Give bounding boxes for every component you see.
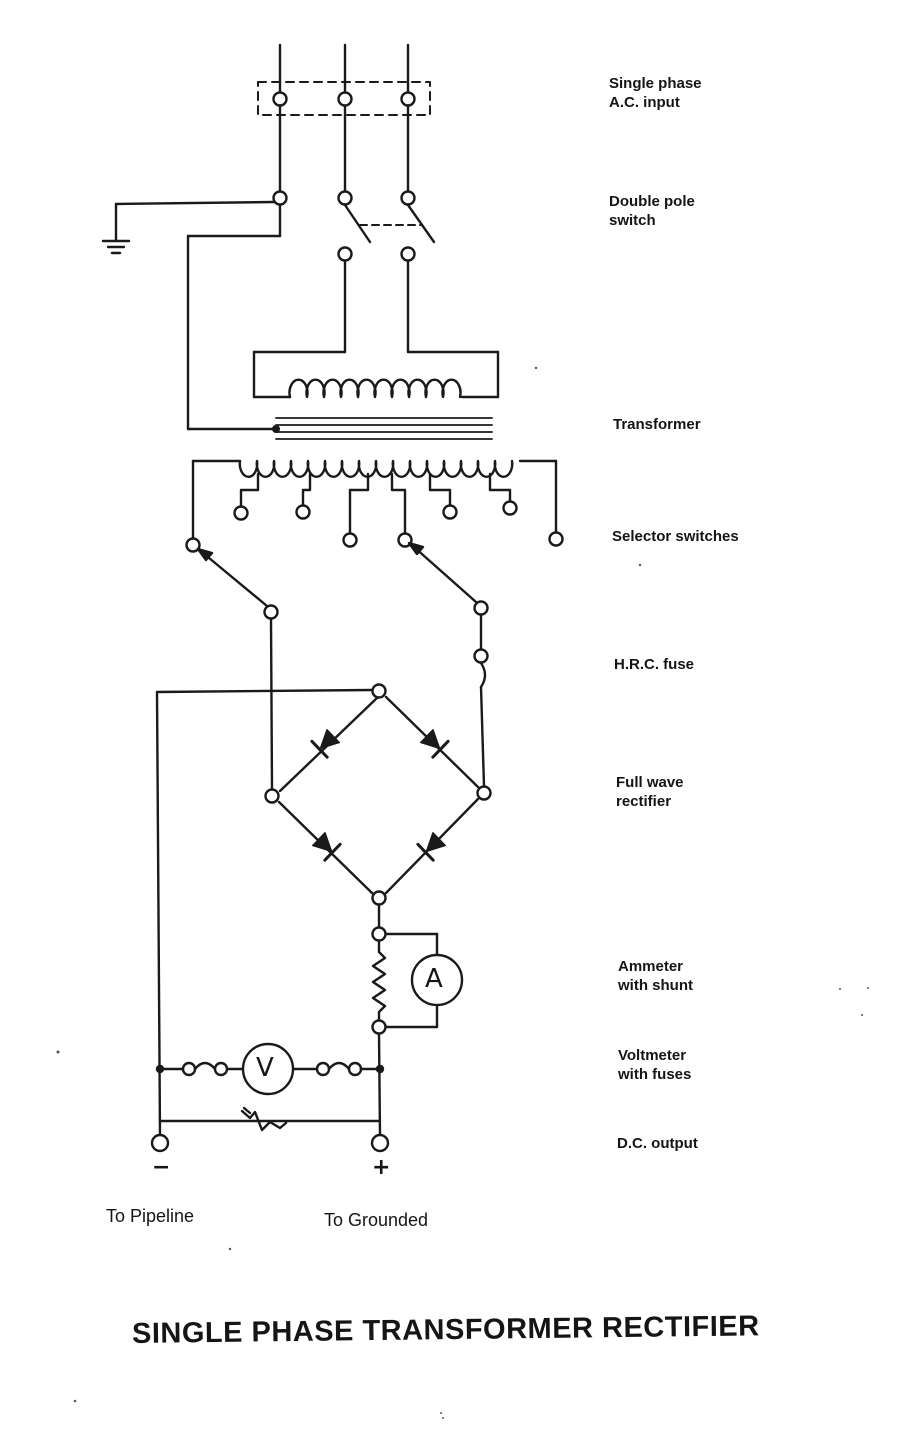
label-ac-input: Single phase A.C. input — [609, 75, 702, 111]
note-to-pipeline: To Pipeline — [106, 1206, 195, 1226]
diode-top-left — [310, 728, 341, 759]
negative-sign: − — [152, 1155, 171, 1180]
scan-specks — [56, 366, 869, 1419]
voltmeter-symbol: V — [256, 1053, 274, 1083]
voltmeter-with-fuses — [158, 1042, 382, 1096]
neutral-wire — [186, 203, 282, 434]
variable-resistor — [158, 1106, 382, 1132]
note-to-grounded: To Grounded — [324, 1210, 429, 1230]
double-pole-switch — [272, 190, 436, 354]
label-selector-switches: Selector switches — [612, 528, 739, 545]
earth-ground-symbol — [101, 200, 276, 255]
full-wave-rectifier — [264, 617, 492, 906]
selector-arms — [196, 541, 489, 620]
ammeter-with-shunt — [371, 903, 464, 1138]
diode-bottom-right — [416, 831, 447, 862]
diode-top-right — [419, 728, 450, 759]
positive-sign: + — [372, 1155, 391, 1180]
diode-bottom-left — [311, 831, 342, 862]
dc-output-terminals — [150, 1133, 390, 1153]
label-double-pole-switch: Double pole switch — [609, 193, 695, 229]
ac-input-terminals — [257, 43, 431, 194]
ammeter-symbol: A — [425, 964, 443, 994]
selector-switch-taps — [185, 472, 564, 553]
label-dc-output: D.C. output — [617, 1135, 698, 1152]
label-transformer: Transformer — [613, 416, 701, 433]
label-ammeter: Ammeter with shunt — [618, 958, 693, 994]
label-hrc-fuse: H.R.C. fuse — [614, 656, 695, 673]
label-rectifier: Full wave rectifier — [616, 774, 684, 810]
label-voltmeter: Voltmeter with fuses — [618, 1047, 692, 1083]
transformer — [191, 350, 558, 543]
hrc-fuse — [473, 613, 489, 788]
